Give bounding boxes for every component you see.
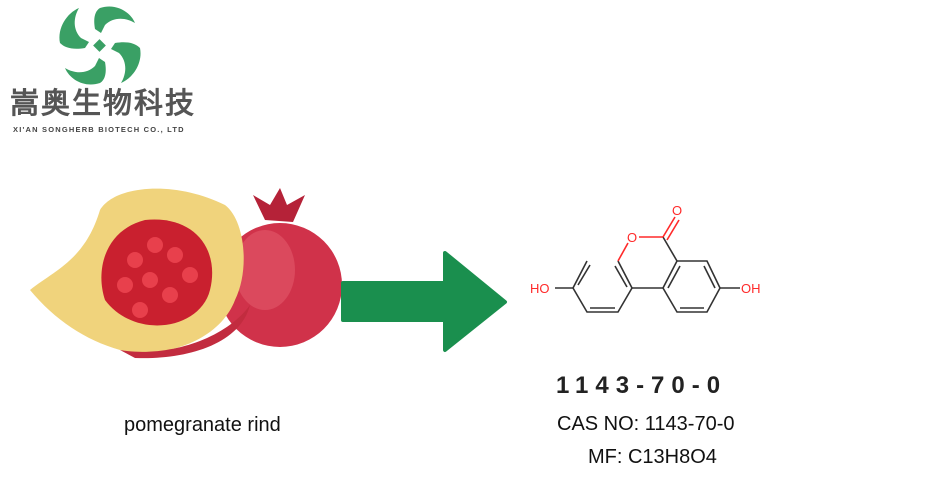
logo-mark-icon bbox=[59, 6, 141, 85]
logo-chinese-name: 嵩奥生物科技 bbox=[10, 86, 197, 120]
carbonyl-oxygen-label: O bbox=[672, 203, 682, 218]
logo-english-name: XI'AN SONGHERB BIOTECH CO., LTD bbox=[13, 125, 185, 134]
pomegranate-image bbox=[30, 188, 342, 359]
hydroxyl-left-label: HO bbox=[530, 281, 550, 296]
cas-heading: 1143-70-0 bbox=[556, 372, 728, 399]
cas-number: CAS NO: 1143-70-0 bbox=[557, 413, 735, 435]
fruit-label: pomegranate rind bbox=[124, 414, 281, 436]
molecular-formula: MF: C13H8O4 bbox=[588, 446, 717, 468]
arrow-right-icon bbox=[341, 251, 507, 352]
hydroxyl-right-label: OH bbox=[741, 281, 761, 296]
ring-oxygen-label: O bbox=[627, 230, 637, 245]
